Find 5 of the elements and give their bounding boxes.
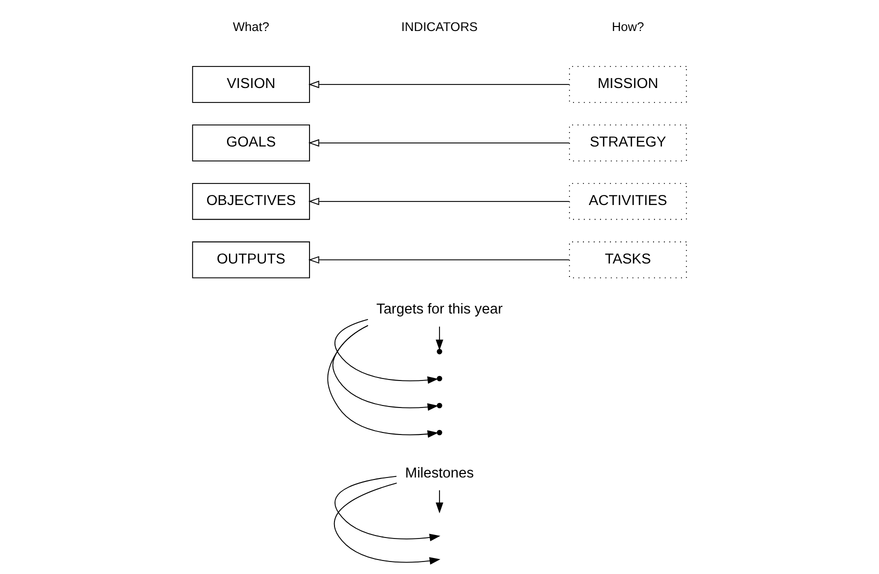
label: How? xyxy=(612,20,644,34)
label: What? xyxy=(232,20,270,34)
node-text: Milestones xyxy=(405,465,474,482)
label: INDICATORS xyxy=(401,20,478,34)
node-text: Targets for this year xyxy=(376,302,503,318)
